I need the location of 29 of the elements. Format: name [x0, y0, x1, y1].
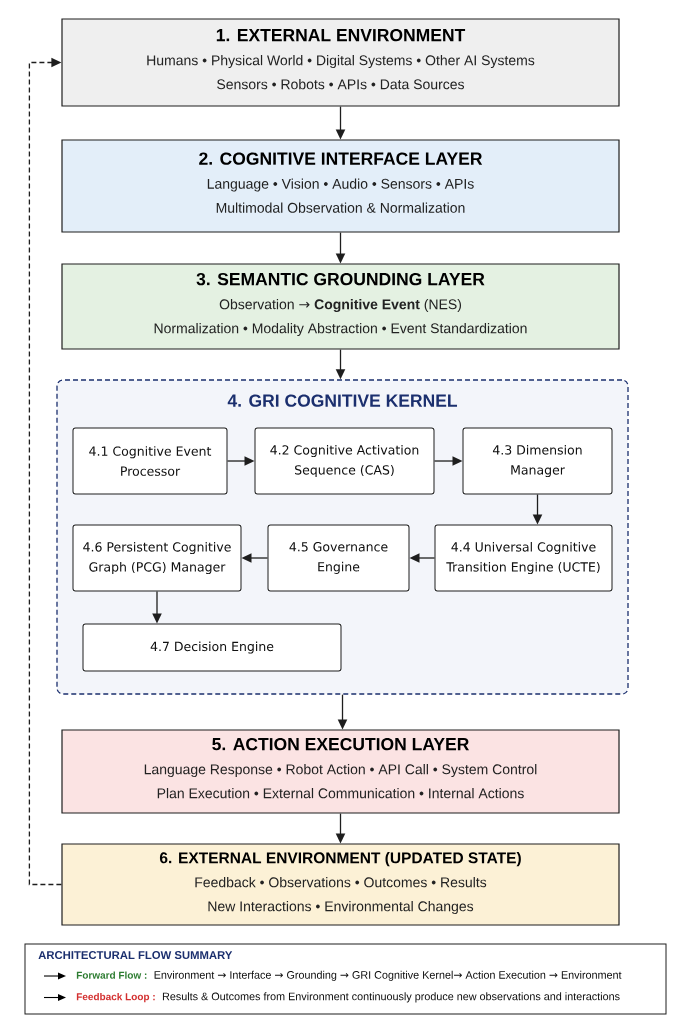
legend-description: Results & Outcomes from Environment continuously produce new observations and interactions: [162, 992, 620, 1003]
arrow: [152, 590, 162, 624]
arrow: [335, 348, 346, 380]
legend-text: Forward Flow :: [76, 971, 147, 979]
process-box: 4.7 Decision Engine: [82, 623, 342, 672]
legend-text: Feedback Loop :: [76, 992, 155, 1003]
arrow: [335, 812, 346, 844]
arrow: [409, 553, 436, 563]
arrow: [335, 231, 346, 264]
process-box: 4.4 Universal Cognitive Transition Engine (UCTE): [434, 524, 613, 592]
arrow: [532, 493, 543, 525]
arrow: [226, 456, 255, 466]
arrow: [335, 105, 346, 140]
process-box: 4.3 Dimension Manager: [462, 427, 613, 495]
process-box: 4.1 Cognitive Event Processor: [72, 427, 228, 495]
layer-box: 2. COGNITIVE INTERFACE LAYER Language • Vision • Audio • Sensors • APIs Multimodal Observation & Normalization: [61, 139, 620, 233]
arrow: [241, 553, 269, 563]
layer-box: 5. ACTION EXECUTION LAYER Language Response • Robot Action • API Call • System Control Plan Execution • External Communication • Internal Actions: [61, 729, 620, 814]
layer-box: 1. EXTERNAL ENVIRONMENT Humans • Physical World • Digital Systems • Other AI Systems Sensors • Robots • APIs • Data Sources: [61, 18, 620, 107]
arrow: [337, 694, 348, 730]
process-box: 4.5 Governance Engine: [267, 524, 410, 592]
legend-description: Environment → Interface → Grounding → GRI Cognitive Kernel→ Action Execution → Environment: [154, 970, 622, 981]
arrow: [433, 456, 463, 466]
process-box: 4.6 Persistent Cognitive Graph (PCG) Manager: [72, 524, 242, 592]
dashed-arrow: [28, 57, 63, 886]
legend-title: ARCHITECTURAL FLOW SUMMARY: [38, 951, 233, 959]
layer-box: 6. EXTERNAL ENVIRONMENT (UPDATED STATE) Feedback • Observations • Outcomes • Results New Interactions • Environmental Changes: [61, 843, 620, 926]
process-box: 4.2 Cognitive Activation Sequence (CAS): [254, 427, 435, 495]
layer-box: 3. SEMANTIC GROUNDING LAYER Observation → Cognitive Event (NES) Normalization • Modality Abstraction • Event Standardization: [61, 263, 620, 350]
